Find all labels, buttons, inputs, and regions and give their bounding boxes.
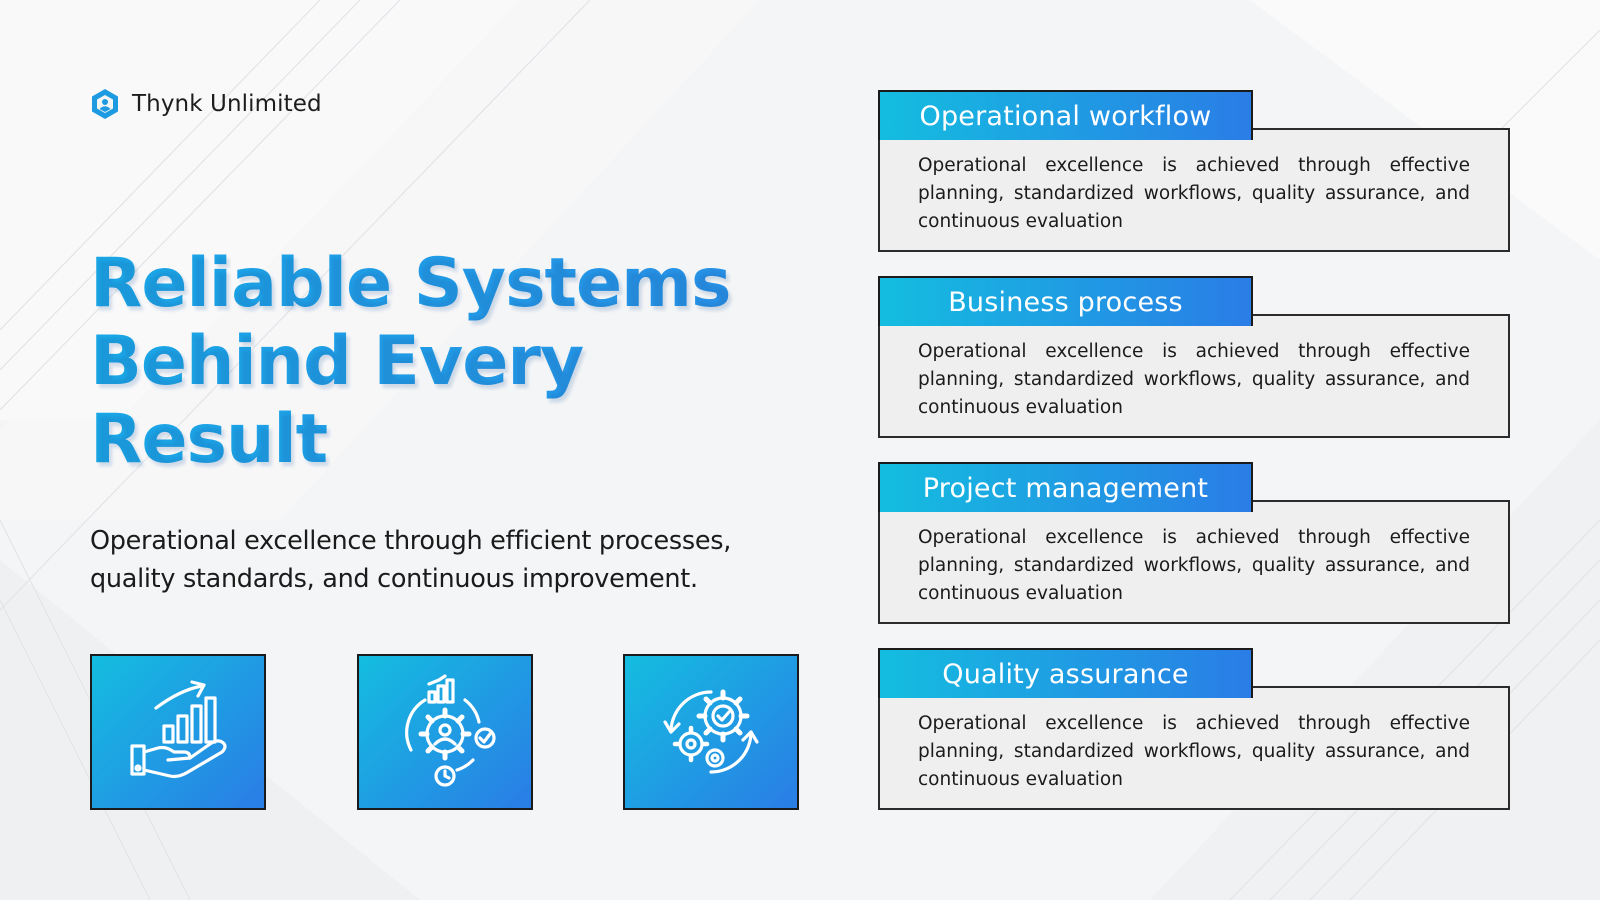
card-title: Business process — [878, 276, 1253, 326]
card-title: Project management — [878, 462, 1253, 512]
card-title: Operational workflow — [878, 90, 1253, 140]
icon-tile-cycle — [357, 654, 533, 810]
card-quality-assurance: Operational excellence is achieved throu… — [878, 648, 1510, 810]
subtitle-line-2: quality standards, and continuous improv… — [90, 564, 698, 594]
card-body: Operational excellence is achieved throu… — [878, 128, 1510, 252]
title-line-3: Result — [90, 400, 328, 479]
hexagon-logo-icon — [92, 89, 118, 119]
title-line-2: Behind Every — [90, 322, 584, 401]
title-line-1: Reliable Systems — [90, 244, 731, 323]
card-business-process: Operational excellence is achieved throu… — [878, 276, 1510, 438]
card-body: Operational excellence is achieved throu… — [878, 314, 1510, 438]
page-title: Reliable Systems Behind Every Result — [90, 245, 810, 479]
icon-tile-growth — [90, 654, 266, 810]
card-body: Operational excellence is achieved throu… — [878, 686, 1510, 810]
card-operational-workflow: Operational excellence is achieved throu… — [878, 90, 1510, 252]
brand-name: Thynk Unlimited — [132, 91, 322, 117]
icon-tile-gears — [623, 654, 799, 810]
card-body: Operational excellence is achieved throu… — [878, 500, 1510, 624]
card-title: Quality assurance — [878, 648, 1253, 698]
page-subtitle: Operational excellence through efficient… — [90, 522, 830, 598]
card-project-management: Operational excellence is achieved throu… — [878, 462, 1510, 624]
gears-check-icon — [663, 689, 759, 774]
subtitle-line-1: Operational excellence through efficient… — [90, 526, 732, 556]
brand: Thynk Unlimited — [90, 88, 322, 120]
gear-user-cycle-icon — [405, 674, 496, 787]
hand-growth-chart-icon — [130, 680, 227, 779]
